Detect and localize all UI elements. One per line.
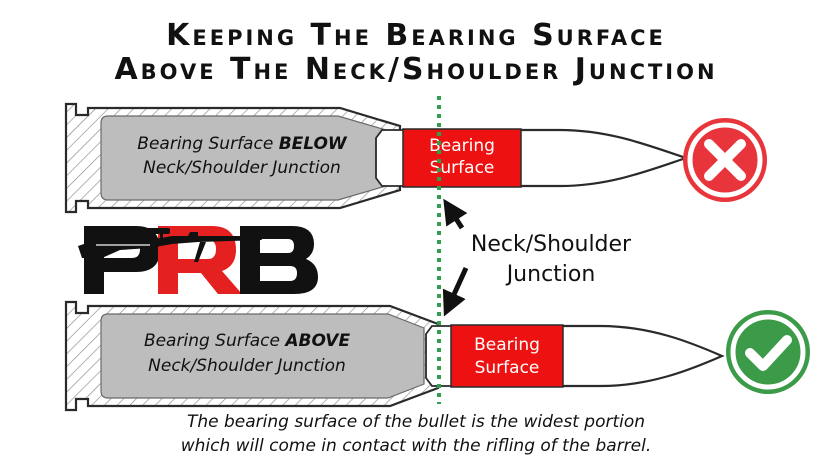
junction-label-1: Neck/Shoulder <box>471 232 632 257</box>
caption-line-2: which will come in contact with the rifl… <box>180 436 652 456</box>
top-cartridge: Bearing Surface Bearing Surface BELOW Ne… <box>64 102 690 214</box>
top-bearing-surface <box>402 128 522 188</box>
bottom-case-label-emphasis: ABOVE <box>283 331 350 351</box>
top-case-label-prefix: Bearing Surface <box>137 134 278 154</box>
logo-letter-r <box>158 226 242 294</box>
logo-letter-p <box>84 226 160 294</box>
check-circle-icon <box>726 310 810 394</box>
logo-letter-b <box>240 226 318 294</box>
bottom-case-label-prefix: Bearing Surface <box>144 331 285 351</box>
bottom-case-interior <box>100 313 425 399</box>
top-bullet-ogive <box>518 128 690 188</box>
rifle-icon <box>78 228 262 262</box>
caption-line-1: The bearing surface of the bullet is the… <box>186 412 646 432</box>
top-case-label-2: Neck/Shoulder Junction <box>143 158 341 178</box>
bottom-cartridge: Bearing Surface Bearing Surface ABOVE Ne… <box>64 300 725 412</box>
bottom-bearing-label-1: Bearing <box>474 335 540 355</box>
title-line-1: Keeping The Bearing Surface <box>166 18 666 53</box>
prb-logo <box>78 226 318 294</box>
bottom-case-label-1: Bearing Surface ABOVE <box>144 331 351 351</box>
bottom-case-label-2: Neck/Shoulder Junction <box>148 356 346 376</box>
top-case-label-emphasis: BELOW <box>279 134 348 154</box>
junction-arrow-top <box>443 198 468 230</box>
bottom-bearing-label-2: Surface <box>475 358 540 378</box>
bottom-bullet-ogive <box>560 324 725 388</box>
top-bearing-label-2: Surface <box>430 158 495 178</box>
junction-arrow-bottom <box>442 266 469 317</box>
top-case-label-1: Bearing Surface BELOW <box>137 134 348 154</box>
top-bullet-base <box>375 129 405 187</box>
top-bearing-label-1: Bearing <box>429 136 495 156</box>
x-circle-icon <box>683 118 767 202</box>
junction-label-2: Junction <box>505 262 596 287</box>
top-case-interior <box>100 115 387 201</box>
bottom-bearing-surface <box>450 324 564 388</box>
title-line-2: Above The Neck/Shoulder Junction <box>114 52 718 87</box>
